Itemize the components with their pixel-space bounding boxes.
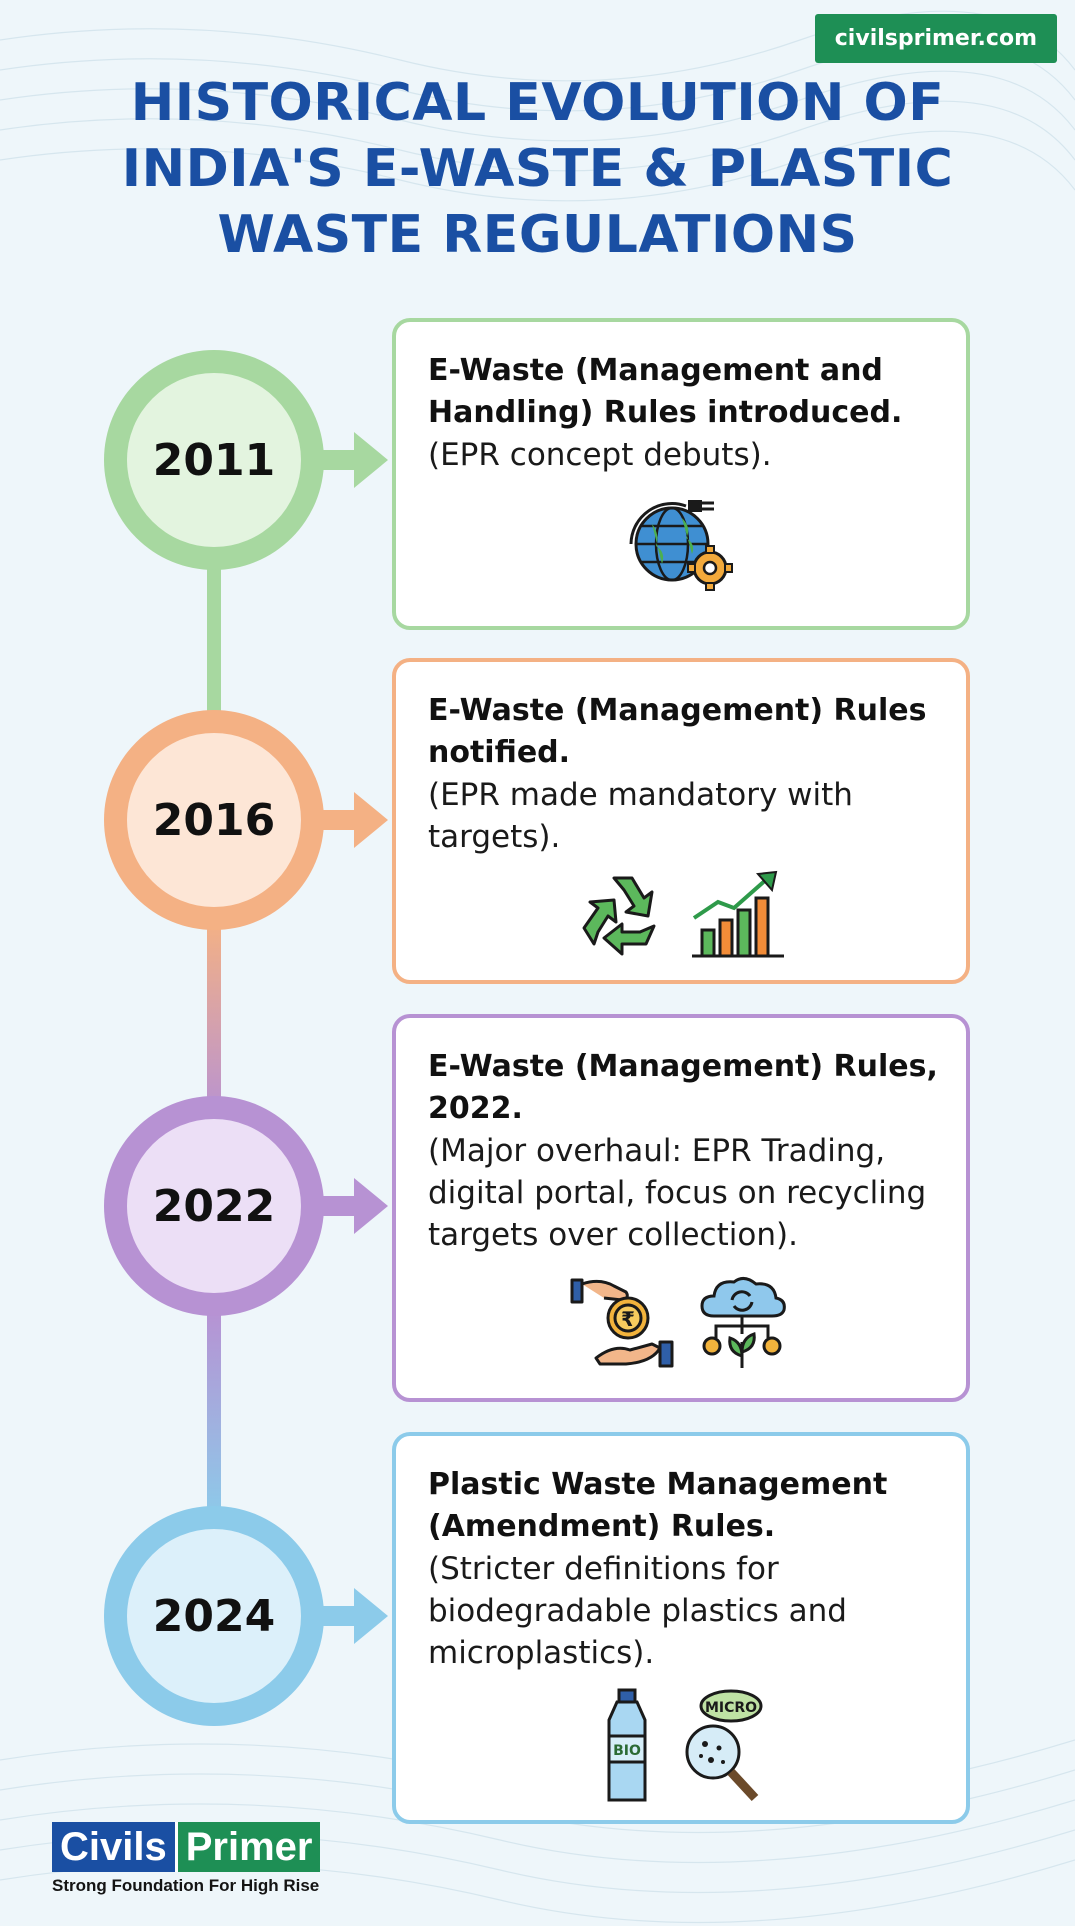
growth-chart-icon	[692, 870, 784, 958]
title-line: INDIA'S E-WASTE & PLASTIC	[121, 139, 954, 199]
bio-label: BIO	[613, 1743, 641, 1759]
card-description: targets over collection).	[428, 1217, 798, 1253]
card-title: notified.	[428, 735, 571, 770]
year-label: 2016	[127, 733, 301, 907]
card-title: 2022.	[428, 1091, 523, 1126]
site-badge[interactable]: civilsprimer.com	[814, 14, 1057, 63]
card-title: E-Waste (Management) Rules	[428, 693, 927, 728]
card-description: (Stricter definitions for	[428, 1551, 779, 1587]
card-description: (EPR made mandatory with	[428, 777, 853, 813]
arrow-icon	[318, 432, 388, 488]
timeline-connector	[207, 1310, 221, 1520]
year-label: 2011	[127, 373, 301, 547]
card-description: digital portal, focus on recycling	[428, 1175, 927, 1211]
timeline-card-2011: E-Waste (Management and Handling) Rules …	[392, 318, 970, 630]
card-title: E-Waste (Management and	[428, 353, 883, 388]
year-label: 2022	[127, 1119, 301, 1293]
arrow-icon	[318, 1588, 388, 1644]
rupee-coin-hand-icon: ₹	[570, 1278, 674, 1368]
card-description: microplastics).	[428, 1635, 655, 1671]
micro-magnifier-icon: MICRO	[685, 1689, 763, 1802]
card-title: Handling) Rules introduced.	[428, 395, 903, 430]
card-description: (Major overhaul: EPR Trading,	[428, 1133, 886, 1169]
year-circle-2022: 2022	[104, 1096, 324, 1316]
card-title: Plastic Waste Management	[428, 1467, 888, 1502]
card-description: (EPR concept debuts).	[428, 437, 772, 473]
svg-text:₹: ₹	[621, 1307, 635, 1331]
logo-primer: Primer	[174, 1822, 321, 1872]
year-circle-2011: 2011	[104, 350, 324, 570]
card-title: E-Waste (Management) Rules,	[428, 1049, 938, 1084]
timeline-connector	[207, 560, 221, 720]
card-description: biodegradable plastics and	[428, 1593, 847, 1629]
timeline-card-2016: E-Waste (Management) Rules notified. (EP…	[392, 658, 970, 984]
year-circle-2024: 2024	[104, 1506, 324, 1726]
year-label: 2024	[127, 1529, 301, 1703]
timeline-card-2024: Plastic Waste Management (Amendment) Rul…	[392, 1432, 970, 1824]
title-line: WASTE REGULATIONS	[217, 205, 858, 265]
civils-primer-logo[interactable]: Civils Primer Strong Foundation For High…	[52, 1822, 321, 1896]
page-title: HISTORICAL EVOLUTION OF INDIA'S E-WASTE …	[40, 70, 1035, 268]
globe-plug-gear-icon	[629, 500, 733, 591]
title-line: HISTORICAL EVOLUTION OF	[130, 73, 945, 133]
arrow-icon	[318, 1178, 388, 1234]
recycle-icon	[582, 876, 656, 956]
logo-tagline: Strong Foundation For High Rise	[52, 1876, 320, 1895]
timeline-card-2022: E-Waste (Management) Rules, 2022. (Major…	[392, 1014, 970, 1402]
bio-bottle-icon: BIO	[607, 1688, 647, 1802]
year-circle-2016: 2016	[104, 710, 324, 930]
micro-label: MICRO	[705, 1700, 757, 1716]
arrow-icon	[318, 792, 388, 848]
card-description: targets).	[428, 819, 561, 855]
cloud-network-icon	[700, 1277, 786, 1368]
logo-civils: Civils	[52, 1822, 175, 1872]
card-title: (Amendment) Rules.	[428, 1509, 776, 1544]
timeline-connector	[207, 920, 221, 1120]
